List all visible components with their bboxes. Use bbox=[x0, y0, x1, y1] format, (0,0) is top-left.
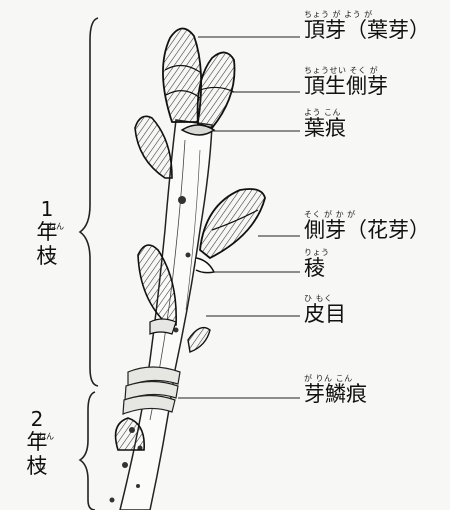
label-ruby: ちょう が よう が bbox=[304, 10, 373, 19]
lateral-flower-bud bbox=[199, 188, 266, 260]
label-lenticel: ひ もく 皮目 bbox=[304, 294, 346, 325]
label-text: 頂芽（葉芽） bbox=[304, 18, 430, 42]
branch-char: 枝し bbox=[36, 244, 58, 268]
terminal-bud-scale bbox=[164, 64, 201, 99]
label-ruby: ちょうせい そく が bbox=[304, 66, 379, 75]
bracket-year1 bbox=[78, 17, 99, 387]
label-text: 頂生側芽 bbox=[304, 74, 388, 98]
year-number: 2 bbox=[30, 407, 44, 431]
year-char-ruby: ねん bbox=[48, 222, 64, 231]
lower-bud bbox=[114, 417, 145, 451]
label-text: 皮目 bbox=[304, 302, 346, 326]
label-text: 芽鱗痕 bbox=[304, 382, 367, 406]
terminal-lateral-bud bbox=[196, 51, 236, 130]
label-text: 側芽（花芽） bbox=[304, 218, 430, 242]
year-char-ruby: ねん bbox=[38, 432, 54, 441]
small-bud bbox=[187, 326, 211, 353]
label-terminal-lateral-bud: ちょうせい そく が 頂生側芽 bbox=[304, 66, 388, 97]
label-bud-scale-scar: が りん こん 芽鱗痕 bbox=[304, 374, 367, 405]
bud-scale-scar bbox=[122, 366, 181, 415]
leader-lines bbox=[178, 36, 300, 399]
label-two-year-branch: 2 年ねん 枝し bbox=[12, 408, 62, 478]
branch-char: 枝し bbox=[26, 454, 48, 478]
label-ruby: よう こん bbox=[304, 108, 342, 117]
branch-char-ruby: し bbox=[38, 462, 46, 471]
lateral-bud-left-middle bbox=[137, 244, 177, 326]
lateral-flower-bud-scale bbox=[211, 209, 259, 231]
label-ruby: ひ もく bbox=[304, 294, 333, 303]
label-text: 葉痕 bbox=[304, 116, 346, 140]
year-char: 年ねん bbox=[36, 220, 65, 244]
label-leaf-scar: よう こん 葉痕 bbox=[304, 108, 346, 139]
label-ruby: が りん こん bbox=[304, 374, 353, 383]
leaf-scar bbox=[180, 124, 216, 136]
label-ruby: そく が か が bbox=[304, 210, 356, 219]
label-text: 稜 bbox=[304, 256, 325, 280]
bracket-year2 bbox=[78, 391, 96, 510]
bark-ridge-line bbox=[185, 149, 201, 311]
lateral-bud-left-upper bbox=[134, 115, 173, 179]
ridge bbox=[195, 257, 216, 274]
bud-base-scar bbox=[149, 318, 177, 335]
label-ruby: りょう bbox=[304, 248, 330, 257]
label-ridge: りょう 稜 bbox=[304, 248, 330, 279]
year-number: 1 bbox=[40, 197, 54, 221]
branch-char-ruby: し bbox=[48, 252, 56, 261]
label-one-year-branch: 1 年ねん 枝し bbox=[22, 198, 72, 268]
terminal-lateral-bud-scale bbox=[199, 86, 235, 93]
terminal-bud bbox=[162, 27, 203, 123]
year-char: 年ねん bbox=[26, 430, 55, 454]
label-lateral-flower-bud: そく が か が 側芽（花芽） bbox=[304, 210, 430, 241]
label-terminal-bud: ちょう が よう が 頂芽（葉芽） bbox=[304, 10, 430, 41]
